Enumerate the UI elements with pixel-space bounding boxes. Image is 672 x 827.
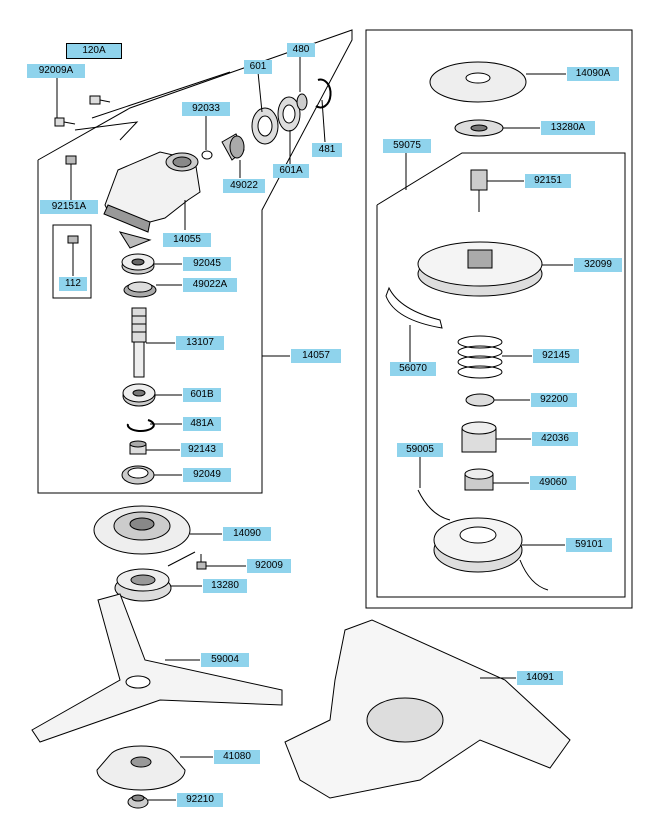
part-112-box: [52, 224, 92, 299]
label-59075[interactable]: 59075: [383, 139, 431, 153]
bearing-92045-drawing: [121, 253, 155, 275]
bolt-92009A-drawing: [54, 95, 111, 127]
label-42036[interactable]: 42036: [532, 432, 578, 446]
label-41080[interactable]: 41080: [214, 750, 260, 764]
label-59005[interactable]: 59005: [397, 443, 443, 457]
label-49022A[interactable]: 49022A: [183, 278, 237, 292]
label-32099[interactable]: 32099: [574, 258, 622, 272]
bevel-gear-49022-drawing: [221, 133, 245, 161]
spring-92145-drawing: [457, 335, 503, 379]
bolt-subgroup-bracket: [91, 71, 231, 119]
label-92151[interactable]: 92151: [525, 174, 571, 188]
cover-14090A-drawing: [429, 61, 527, 103]
label-92033[interactable]: 92033: [182, 102, 230, 116]
part-112-drawing: [67, 235, 79, 255]
holder-14090-drawing: [93, 505, 191, 555]
bolt-92151-drawing: [470, 169, 488, 212]
label-481[interactable]: 481: [312, 143, 342, 157]
label-56070[interactable]: 56070: [390, 362, 436, 376]
cup-41080-drawing: [96, 745, 186, 791]
label-92151A[interactable]: 92151A: [40, 200, 98, 214]
gear-case-group-outline: [37, 29, 353, 494]
label-59004[interactable]: 59004: [201, 653, 249, 667]
gear-case-14055-drawing: [103, 151, 201, 249]
blade-59004-drawing: [31, 593, 283, 743]
seal-92049-drawing: [121, 465, 155, 485]
label-49060[interactable]: 49060: [530, 476, 576, 490]
collar-92143-drawing: [129, 440, 147, 455]
label-112[interactable]: 112: [59, 277, 87, 291]
label-49022[interactable]: 49022: [223, 179, 265, 193]
label-92009[interactable]: 92009: [247, 559, 291, 573]
label-480[interactable]: 480: [287, 43, 315, 57]
label-481A[interactable]: 481A: [183, 417, 221, 431]
label-13280A[interactable]: 13280A: [541, 121, 595, 135]
label-13107[interactable]: 13107: [176, 336, 224, 350]
label-92200[interactable]: 92200: [531, 393, 577, 407]
bearing-601-drawing: [251, 107, 279, 145]
label-92009A[interactable]: 92009A: [27, 64, 85, 78]
nut-49060-drawing: [464, 468, 494, 491]
circlip-481A-drawing: [126, 419, 155, 432]
nut-92210-drawing: [127, 794, 149, 809]
line-56070-drawing: [385, 286, 443, 329]
gear-49022A-drawing: [123, 281, 157, 298]
holder-13280-drawing: [114, 568, 172, 602]
label-92145[interactable]: 92145: [533, 349, 579, 363]
washer-13280A-drawing: [454, 119, 504, 137]
circlip-481-drawing: [315, 78, 332, 109]
bolt-92009-drawing: [196, 554, 207, 570]
label-14090A[interactable]: 14090A: [567, 67, 619, 81]
label-14090[interactable]: 14090: [223, 527, 271, 541]
label-601B[interactable]: 601B: [183, 388, 221, 402]
label-92143[interactable]: 92143: [181, 443, 223, 457]
bolt-92151A-drawing: [65, 155, 77, 178]
knob-42036-drawing: [461, 421, 497, 453]
label-14055[interactable]: 14055: [163, 233, 211, 247]
label-92045[interactable]: 92045: [183, 257, 231, 271]
label-120A[interactable]: 120A: [66, 43, 122, 59]
nylon-head-subgroup-outline: [376, 152, 626, 598]
nylon-head-group-outline: [365, 29, 633, 609]
label-601A[interactable]: 601A: [273, 164, 309, 178]
label-601[interactable]: 601: [244, 60, 272, 74]
label-92049[interactable]: 92049: [183, 468, 231, 482]
washer-92200-drawing: [465, 393, 495, 407]
shaft-13107-drawing: [131, 307, 147, 378]
label-92210[interactable]: 92210: [177, 793, 223, 807]
spool-32099-drawing: [417, 241, 543, 297]
ring-480-drawing: [296, 93, 308, 111]
washer-92033-drawing: [201, 150, 213, 160]
bearing-601A-drawing: [277, 96, 301, 132]
spool-59101-drawing: [417, 489, 549, 591]
bearing-601B-drawing: [122, 383, 156, 407]
label-14057[interactable]: 14057: [291, 349, 341, 363]
label-14091[interactable]: 14091: [517, 671, 563, 685]
label-59101[interactable]: 59101: [566, 538, 612, 552]
label-13280[interactable]: 13280: [203, 579, 247, 593]
